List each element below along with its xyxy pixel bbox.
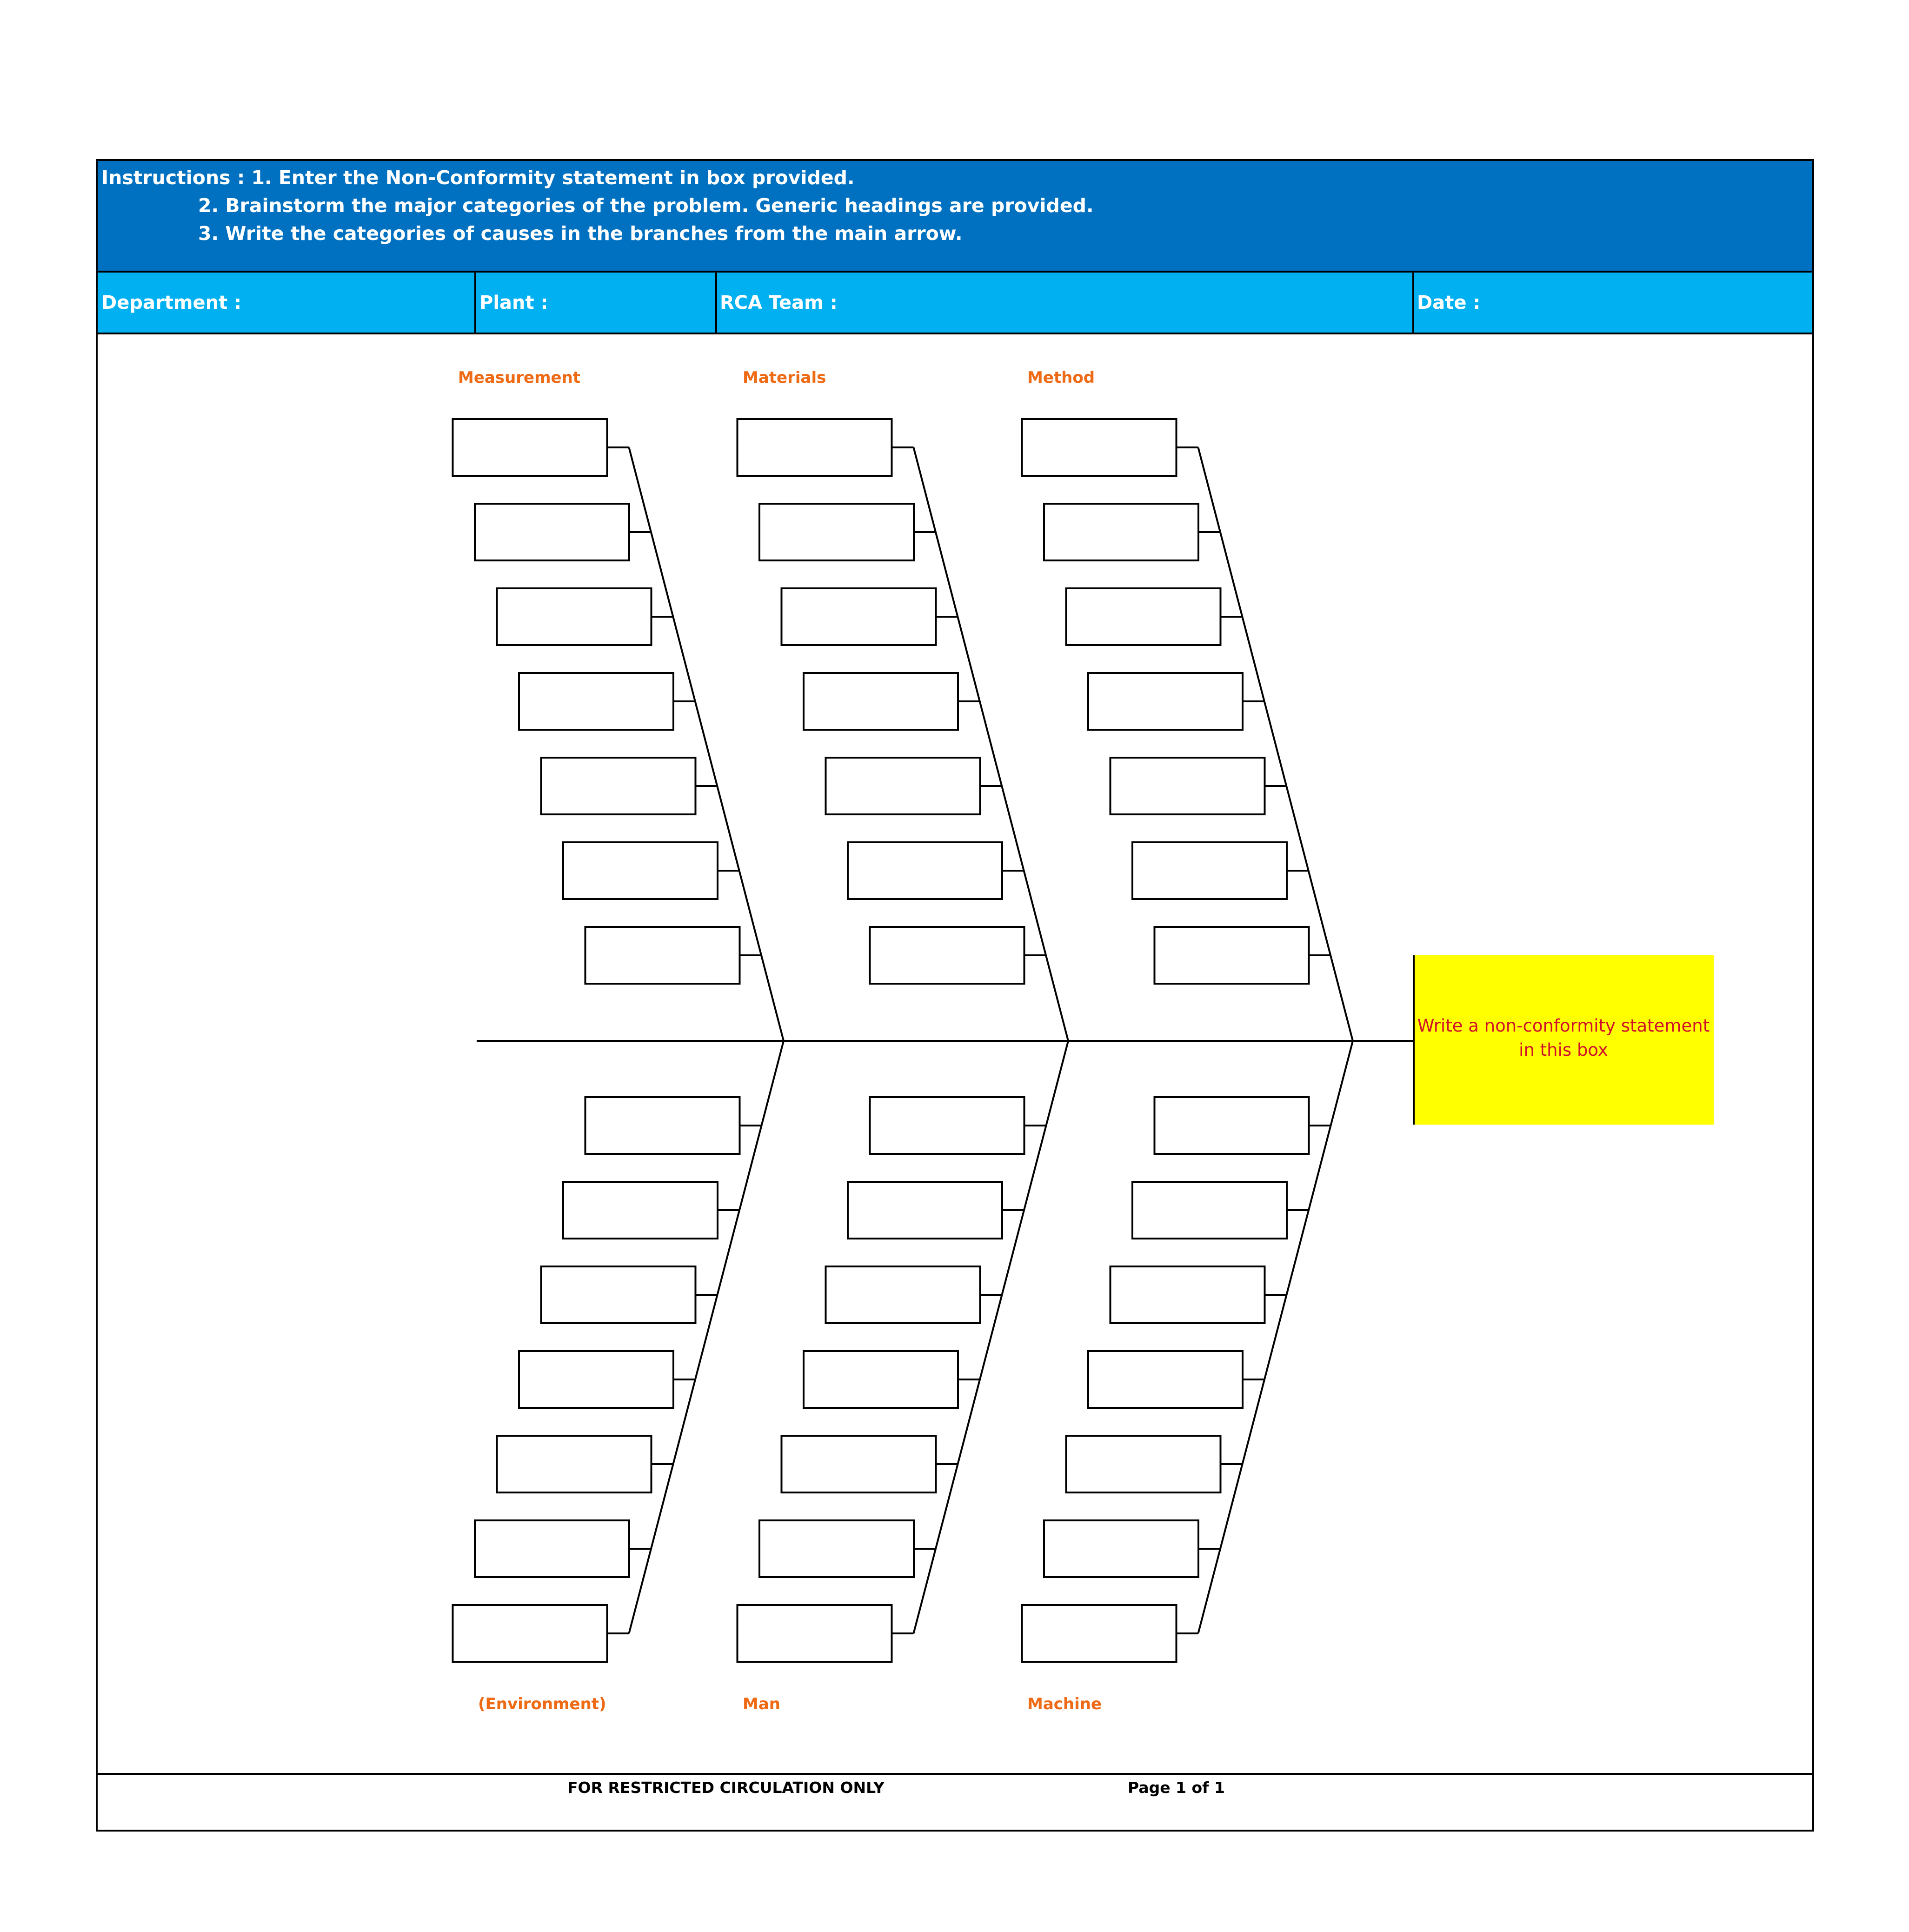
- cause-box[interactable]: [1043, 1519, 1199, 1578]
- form-frame: [96, 159, 1814, 1832]
- category-label-materials: Materials: [743, 368, 826, 387]
- cause-box[interactable]: [474, 503, 630, 561]
- cause-box[interactable]: [758, 1519, 915, 1578]
- cause-box[interactable]: [803, 1350, 959, 1409]
- cause-box[interactable]: [584, 926, 741, 985]
- problem-statement-text: Write a non-conformity statement in this…: [1417, 1016, 1710, 1060]
- instruction-line-1: Instructions : 1. Enter the Non-Conformi…: [101, 167, 855, 189]
- header-fields-band: [97, 272, 1813, 333]
- cause-box[interactable]: [518, 672, 674, 731]
- category-label-machine: Machine: [1027, 1695, 1102, 1713]
- cause-box[interactable]: [540, 757, 697, 815]
- category-label-method: Method: [1027, 368, 1095, 387]
- bottom-bone-1: [912, 1040, 1069, 1634]
- top-bone-2: [1197, 447, 1354, 1041]
- cause-box[interactable]: [452, 1604, 608, 1663]
- top-bone-0: [628, 447, 785, 1041]
- cause-box[interactable]: [1109, 757, 1266, 815]
- plant-field-label[interactable]: Plant :: [479, 292, 548, 313]
- cause-box[interactable]: [869, 926, 1025, 985]
- cause-box[interactable]: [736, 1604, 893, 1663]
- cause-box[interactable]: [1109, 1266, 1266, 1324]
- cause-box[interactable]: [825, 1266, 981, 1324]
- bottom-bone-0: [628, 1040, 785, 1634]
- cause-box[interactable]: [1131, 1181, 1288, 1239]
- cause-box[interactable]: [869, 1096, 1025, 1155]
- cause-box[interactable]: [758, 503, 915, 561]
- cause-box[interactable]: [562, 1181, 718, 1239]
- cause-box[interactable]: [780, 587, 937, 646]
- cause-box[interactable]: [474, 1519, 630, 1578]
- cause-box[interactable]: [1021, 418, 1177, 477]
- cause-box[interactable]: [496, 1435, 652, 1493]
- cause-box[interactable]: [1065, 587, 1222, 646]
- instructions-banner: [97, 160, 1813, 272]
- problem-statement-box[interactable]: [1413, 955, 1714, 1125]
- footer-page-number: Page 1 of 1: [1128, 1779, 1225, 1797]
- cause-box[interactable]: [1131, 841, 1288, 900]
- top-bone-1: [912, 447, 1069, 1041]
- cause-box[interactable]: [780, 1435, 937, 1493]
- cause-box[interactable]: [825, 757, 981, 815]
- cause-box[interactable]: [847, 1181, 1003, 1239]
- cause-box[interactable]: [1153, 926, 1310, 985]
- cause-box[interactable]: [736, 418, 893, 477]
- cause-box[interactable]: [1021, 1604, 1177, 1663]
- cause-box[interactable]: [540, 1266, 697, 1324]
- instruction-line-3: 3. Write the categories of causes in the…: [198, 222, 963, 245]
- cause-box[interactable]: [1065, 1435, 1222, 1493]
- cause-box[interactable]: [584, 1096, 741, 1155]
- instruction-line-2: 2. Brainstorm the major categories of th…: [198, 194, 1094, 217]
- cause-box[interactable]: [562, 841, 718, 900]
- cause-box[interactable]: [1043, 503, 1199, 561]
- cause-box[interactable]: [1087, 1350, 1244, 1409]
- cause-box[interactable]: [518, 1350, 674, 1409]
- date-field-label[interactable]: Date :: [1417, 292, 1481, 313]
- cause-box[interactable]: [803, 672, 959, 731]
- bottom-bone-2: [1197, 1040, 1354, 1634]
- cause-box[interactable]: [1087, 672, 1244, 731]
- rca-team-field-label[interactable]: RCA Team :: [720, 292, 838, 313]
- department-field-label[interactable]: Department :: [101, 292, 242, 313]
- cause-box[interactable]: [452, 418, 608, 477]
- category-label-environment: (Environment): [478, 1695, 606, 1713]
- category-label-measurement: Measurement: [458, 368, 581, 387]
- cause-box[interactable]: [1153, 1096, 1310, 1155]
- footer-circulation-notice: FOR RESTRICTED CIRCULATION ONLY: [567, 1779, 885, 1797]
- cause-box[interactable]: [847, 841, 1003, 900]
- category-label-man: Man: [743, 1695, 780, 1713]
- cause-box[interactable]: [496, 587, 652, 646]
